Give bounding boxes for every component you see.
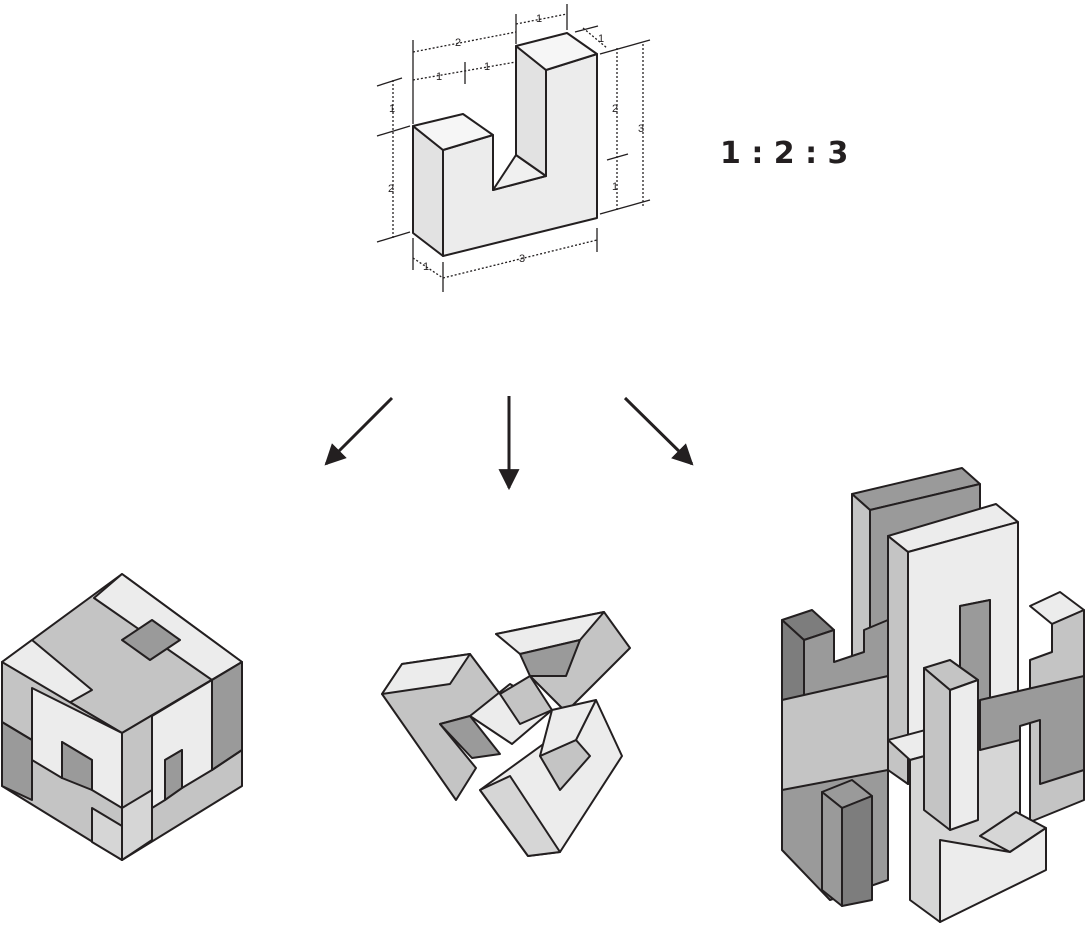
tower-assembly (781, 467, 1085, 923)
dim-top-mid-1: 1 (484, 61, 490, 73)
dim-top-left-1: 1 (436, 71, 442, 83)
dim-left-upper-1: 1 (389, 103, 395, 115)
arrow-down-left-icon (324, 396, 394, 466)
dim-top-2: 2 (455, 37, 461, 49)
dim-bottom-3: 3 (519, 253, 525, 265)
dim-right-lower-1: 1 (612, 181, 618, 193)
dim-right-total-3: 3 (638, 123, 644, 135)
dim-left-lower-2: 2 (388, 183, 394, 195)
dimension-lines: 2 1 1 1 1 1 2 2 1 3 1 3 (376, 4, 651, 292)
cube-assembly (1, 573, 243, 861)
base-piece (412, 32, 598, 257)
dim-top-right-1: 1 (536, 13, 542, 25)
triangle-knot-assembly (381, 611, 631, 857)
ratio-label: 1 : 2 : 3 (720, 136, 848, 171)
arrow-down-right-icon (623, 396, 694, 466)
dim-depth-1: 1 (423, 261, 429, 273)
dim-corner-1: 1 (598, 33, 604, 45)
dim-right-upper-2: 2 (612, 103, 618, 115)
